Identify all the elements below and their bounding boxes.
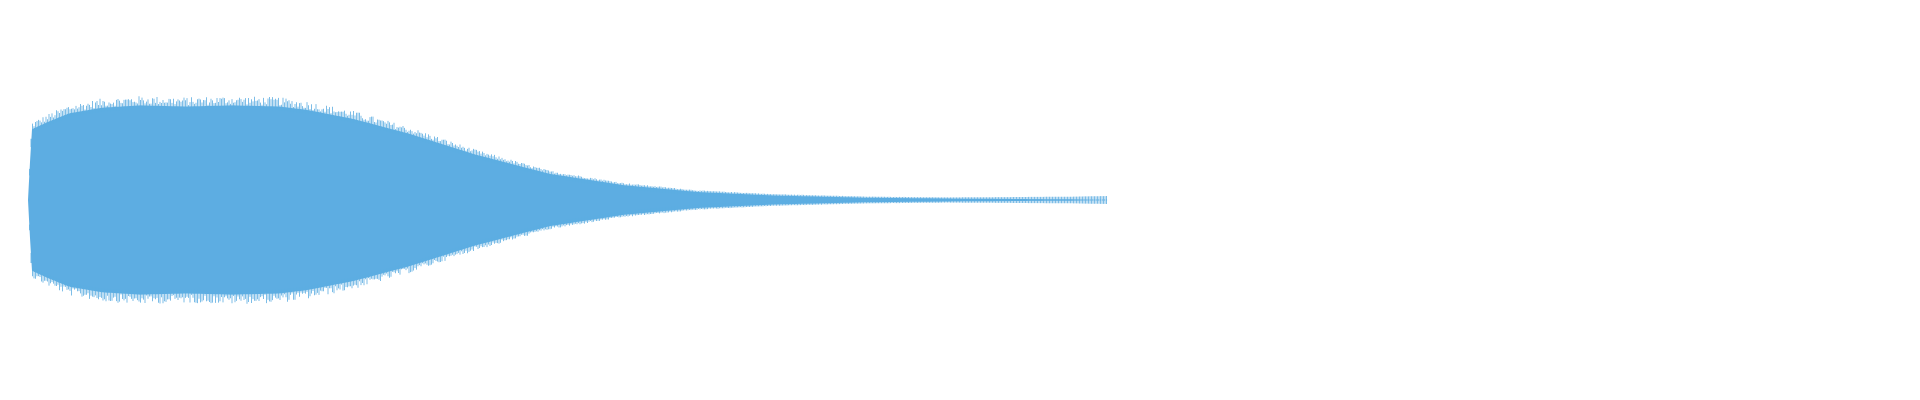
waveform-fill xyxy=(28,105,1106,295)
